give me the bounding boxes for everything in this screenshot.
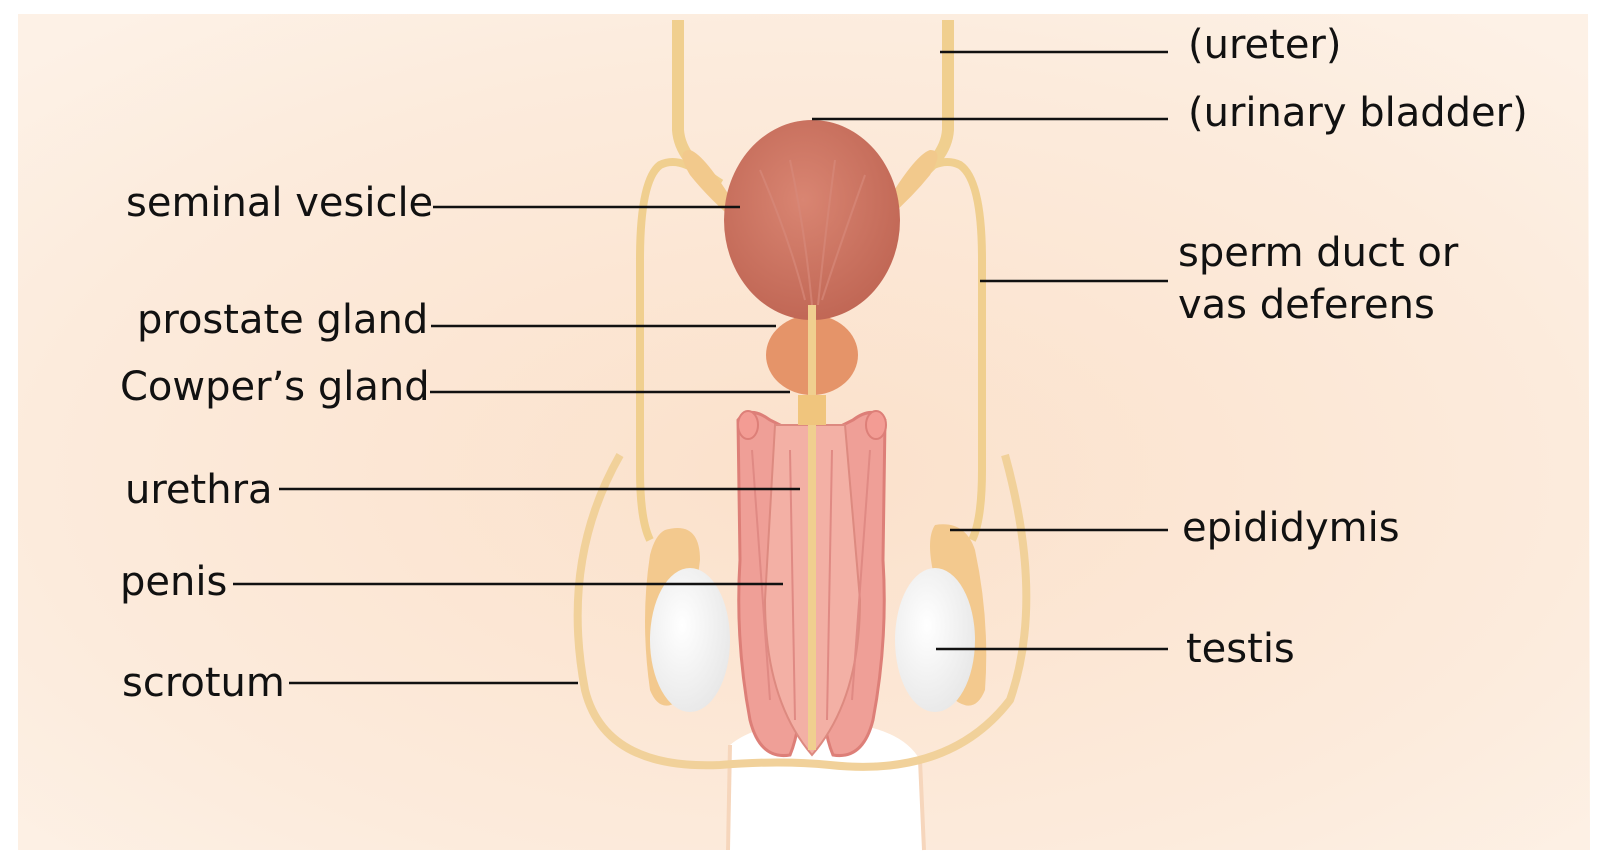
leg-gap <box>726 721 925 850</box>
urinary-bladder <box>724 120 900 320</box>
bladder-texture <box>759 159 866 306</box>
cowpers-gland-left <box>737 410 759 440</box>
label-sperm-duct-line2: vas deferens <box>1178 282 1435 328</box>
label-cowpers-gland: Cowper’s gland <box>120 364 430 410</box>
label-urinary-bladder: (urinary bladder) <box>1188 90 1528 136</box>
cowpers-gland-right <box>865 410 887 440</box>
scrotum-outline <box>573 453 1031 771</box>
label-penis: penis <box>120 559 228 605</box>
label-urethra: urethra <box>125 467 273 513</box>
testis-right <box>895 568 975 712</box>
testis-left <box>650 568 730 712</box>
label-sperm-duct-line1: sperm duct or <box>1178 230 1459 276</box>
urethra-junction <box>798 395 826 425</box>
label-prostate-gland: prostate gland <box>137 297 429 343</box>
label-scrotum: scrotum <box>122 660 285 706</box>
right-thigh-edge <box>918 759 926 851</box>
label-epididymis: epididymis <box>1182 505 1400 551</box>
label-seminal-vesicle: seminal vesicle <box>126 180 434 226</box>
penis-texture <box>751 449 871 721</box>
label-ureter: (ureter) <box>1188 22 1342 68</box>
label-testis: testis <box>1186 626 1295 672</box>
leader-lines <box>233 50 1168 685</box>
